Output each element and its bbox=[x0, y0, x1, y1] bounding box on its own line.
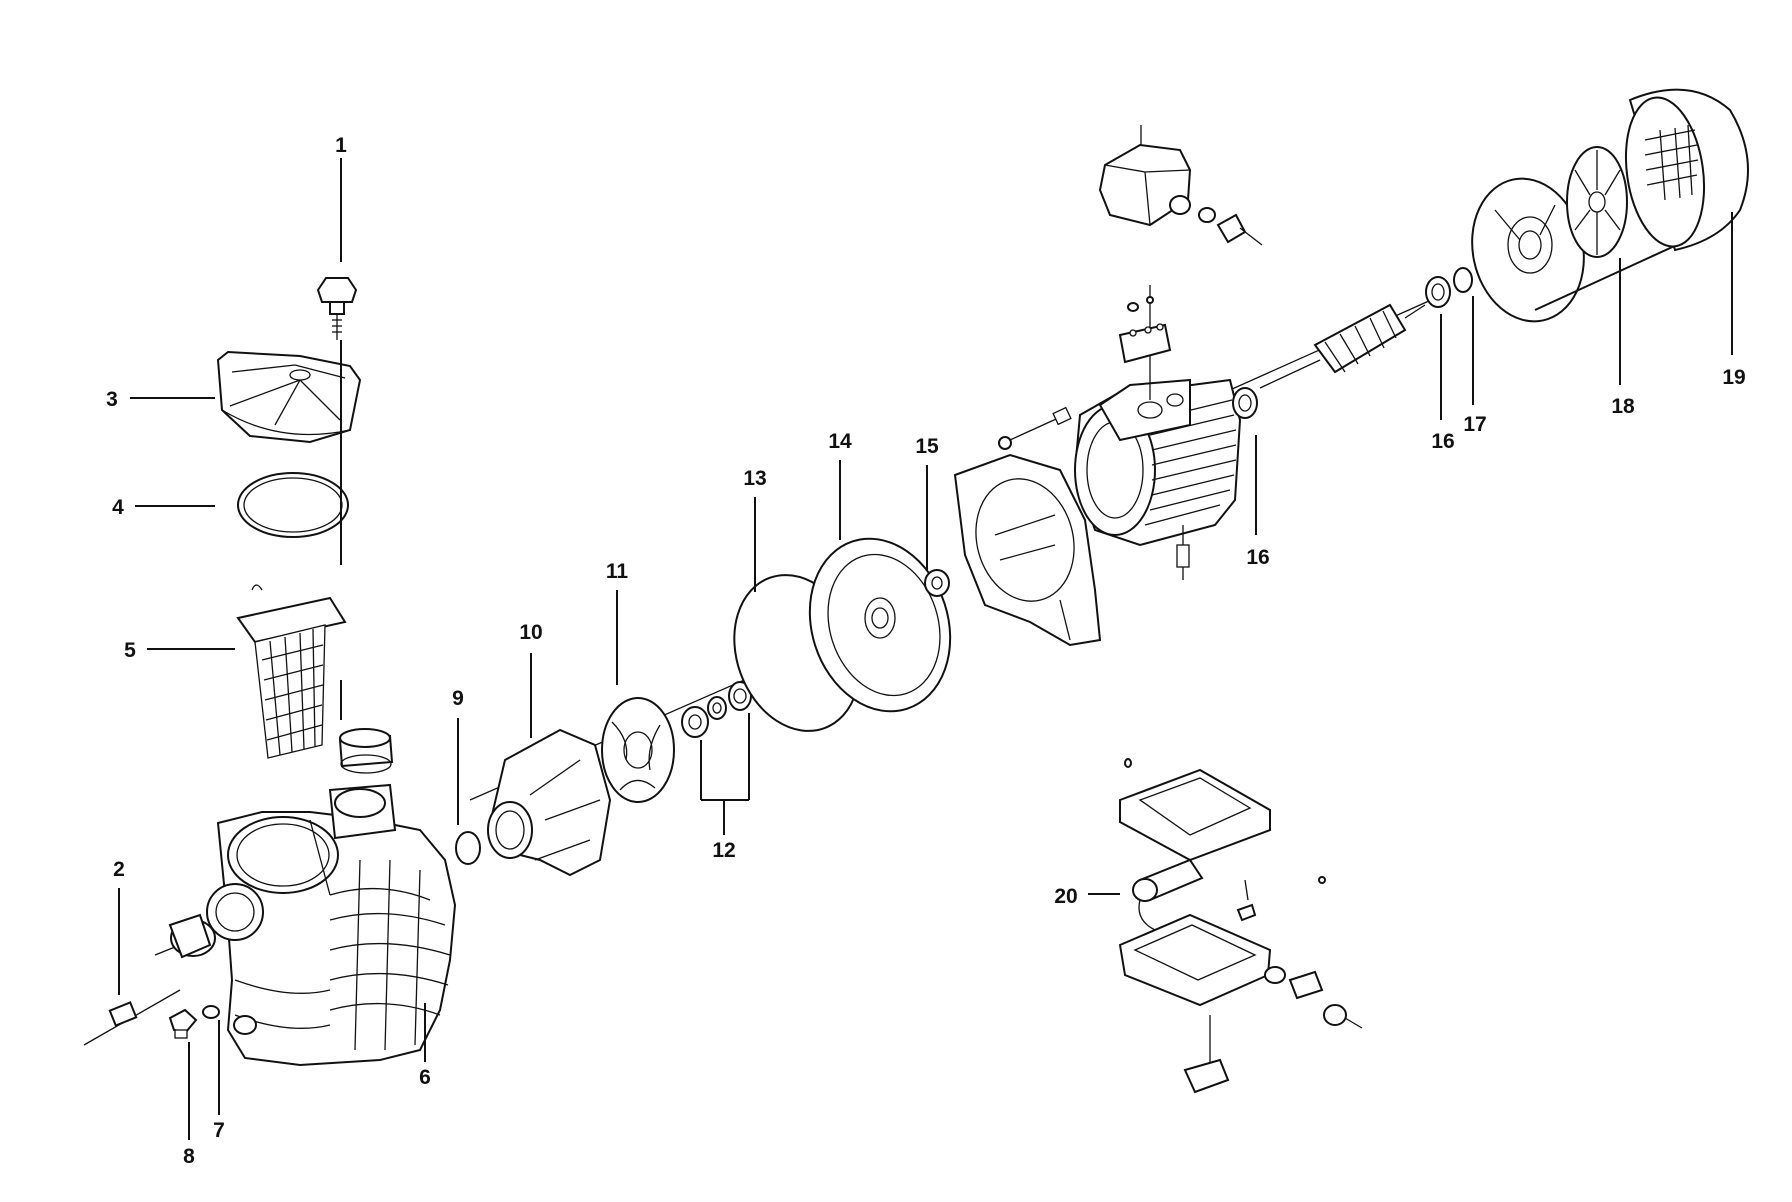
part-6-pump-housing bbox=[206, 783, 457, 1067]
label-4: 4 bbox=[112, 496, 124, 519]
leader-lines bbox=[118, 158, 1733, 1140]
label-6: 6 bbox=[419, 1066, 431, 1089]
part-5-strainer-basket bbox=[236, 584, 347, 759]
part-15-slinger bbox=[924, 569, 950, 597]
motor-rotor bbox=[1259, 303, 1426, 389]
label-13: 13 bbox=[743, 467, 766, 490]
label-16-rear: 16 bbox=[1431, 430, 1454, 453]
part-16-front-bearing bbox=[1232, 387, 1258, 419]
part-16-rear-bearing bbox=[1425, 276, 1451, 308]
union-fitting bbox=[338, 728, 394, 774]
label-3: 3 bbox=[106, 388, 118, 411]
part-12-shaft-seal bbox=[681, 681, 752, 738]
label-9: 9 bbox=[452, 687, 464, 710]
motor-front-bracket bbox=[953, 406, 1102, 647]
label-5: 5 bbox=[124, 639, 136, 662]
part-7-drain-washer bbox=[202, 1005, 220, 1019]
label-19: 19 bbox=[1722, 366, 1745, 389]
terminal-block bbox=[1118, 285, 1172, 400]
part-19-fan-cover bbox=[1624, 88, 1749, 252]
part-9-o-ring bbox=[455, 831, 481, 865]
label-8: 8 bbox=[183, 1145, 195, 1168]
label-18: 18 bbox=[1611, 395, 1635, 418]
capacitor-box-base bbox=[1118, 876, 1363, 1094]
motor-stator bbox=[1073, 378, 1242, 580]
label-2: 2 bbox=[113, 858, 125, 881]
part-2-side-fitting bbox=[83, 913, 216, 1046]
label-1: 1 bbox=[335, 134, 347, 157]
part-10-diffuser bbox=[487, 728, 612, 877]
part-11-impeller bbox=[601, 697, 675, 803]
label-10: 10 bbox=[519, 621, 542, 644]
part-20-capacitor bbox=[1132, 858, 1204, 931]
part-17-wave-washer bbox=[1453, 267, 1473, 293]
part-14-seal-plate bbox=[808, 537, 952, 713]
label-11: 11 bbox=[606, 560, 629, 583]
capacitor-box-cover bbox=[1119, 758, 1271, 862]
label-17: 17 bbox=[1463, 413, 1486, 436]
part-3-strainer-lid bbox=[216, 350, 362, 444]
label-20: 20 bbox=[1054, 885, 1077, 908]
part-1-lid-knob bbox=[316, 277, 358, 340]
rear-end-bracket bbox=[1471, 177, 1585, 323]
part-4-lid-o-ring bbox=[237, 472, 349, 538]
label-7: 7 bbox=[213, 1119, 225, 1142]
label-12: 12 bbox=[712, 839, 735, 862]
label-15: 15 bbox=[915, 435, 939, 458]
callout-labels: 1 2 3 4 5 6 7 8 9 10 11 12 13 14 15 16 1… bbox=[106, 134, 1746, 1168]
part-8-drain-plug bbox=[168, 1008, 198, 1039]
label-14: 14 bbox=[828, 430, 852, 453]
label-16-front: 16 bbox=[1246, 546, 1269, 569]
terminal-box-upper bbox=[1098, 125, 1263, 246]
